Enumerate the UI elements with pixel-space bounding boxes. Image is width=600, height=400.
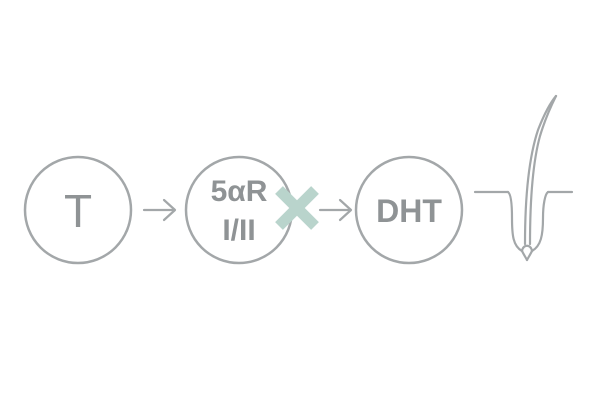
testosterone-circle xyxy=(23,155,133,265)
enzyme-label-line1: 5αR xyxy=(211,175,268,208)
enzyme-circle xyxy=(184,155,294,265)
enzyme-node: 5αR I/II xyxy=(184,155,294,265)
hair-follicle-icon xyxy=(473,94,574,262)
arrow-right-icon xyxy=(318,198,353,222)
dht-node: DHT xyxy=(354,155,464,265)
arrow-right-icon xyxy=(142,198,177,222)
dht-label: DHT xyxy=(376,193,442,229)
cross-icon xyxy=(275,186,319,230)
dht-circle xyxy=(354,155,464,265)
enzyme-label-line2: I/II xyxy=(222,214,255,247)
testosterone-label: T xyxy=(64,185,92,237)
testosterone-node: T xyxy=(23,155,133,265)
